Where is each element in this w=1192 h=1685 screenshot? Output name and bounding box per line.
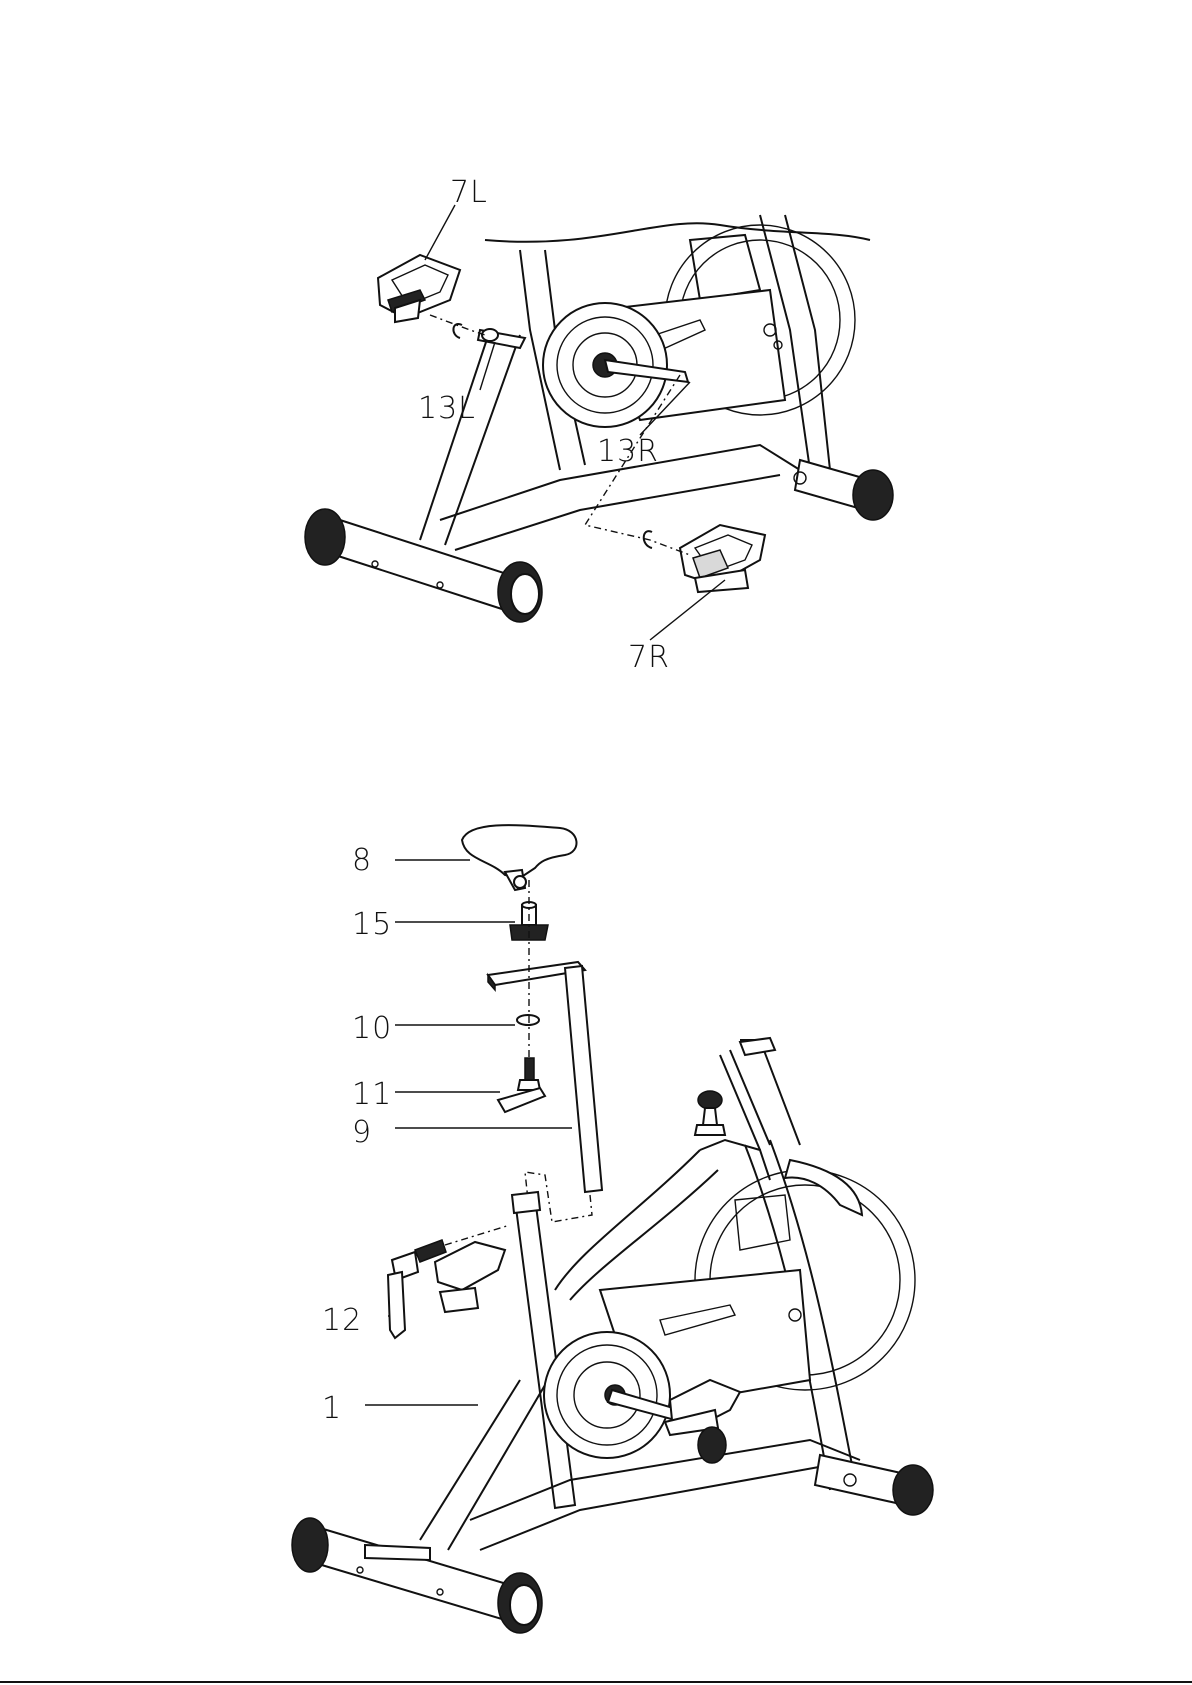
front-stabilizer-top [305, 509, 542, 622]
front-adjust-knob [695, 1091, 725, 1135]
leader-7R [650, 580, 725, 640]
label-11: 11 [352, 1077, 392, 1112]
front-stabilizer-bottom [292, 1518, 542, 1633]
rear-stabilizer-bottom [698, 1427, 933, 1515]
label-10: 10 [352, 1011, 392, 1046]
label-7R: 7R [628, 640, 670, 675]
label-13L: 13L [418, 391, 476, 426]
label-9: 9 [352, 1115, 372, 1150]
seat-post-part [565, 966, 602, 1192]
label-13R: 13R [597, 434, 659, 469]
label-8: 8 [352, 843, 372, 878]
washer-part [517, 1015, 539, 1025]
saddle-part [462, 825, 576, 890]
knob-bolt-part [498, 1058, 545, 1112]
seat-installation-figure: 8 15 10 11 9 12 1 [292, 825, 933, 1633]
pedal-installation-figure: 7L 13L 13R 7R [305, 175, 893, 675]
pedal-left-part [378, 255, 460, 322]
leader-13L [480, 342, 495, 390]
leader-7L [425, 205, 455, 260]
label-7L: 7L [450, 175, 488, 210]
chain-guard-top [543, 290, 785, 427]
label-12: 12 [322, 1303, 362, 1338]
page-bottom-rule [0, 1681, 1192, 1683]
label-15: 15 [352, 907, 392, 942]
adjust-lever-part [388, 1240, 446, 1338]
label-1: 1 [322, 1391, 342, 1426]
rear-stabilizer-top [794, 460, 893, 520]
